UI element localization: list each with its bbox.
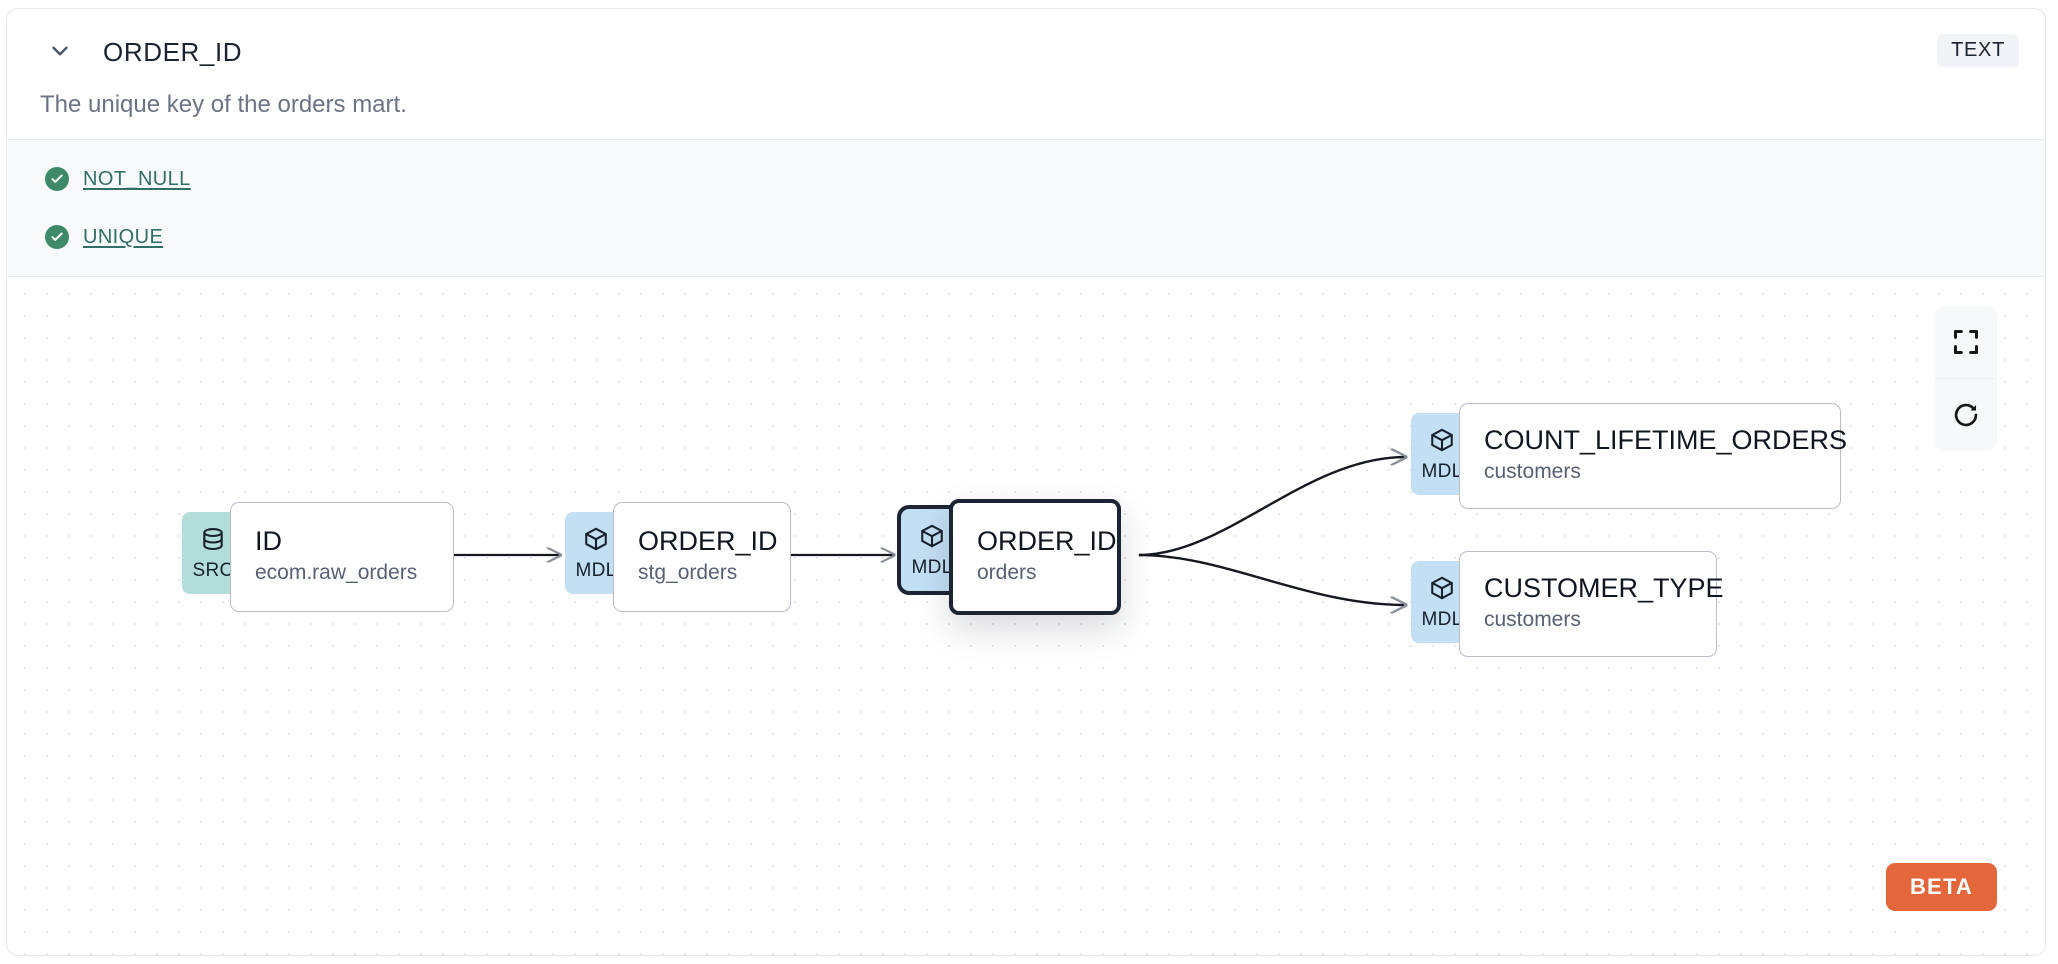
lineage-node-mdl-orders[interactable]: MDL ORDER_ID orders	[901, 499, 1121, 615]
node-body: ORDER_ID stg_orders	[613, 502, 791, 612]
node-badge-label: MDL	[575, 560, 617, 581]
lineage-node-src-id[interactable]: SRC ID ecom.raw_orders	[182, 502, 454, 612]
edge-orders-to-customer-type	[1138, 553, 1406, 605]
node-name: CUSTOMER_TYPE	[1484, 572, 1724, 603]
check-circle-icon	[45, 167, 69, 191]
node-badge-label: MDL	[1421, 461, 1463, 482]
lineage-node-mdl-customer-type[interactable]: MDL CUSTOMER_TYPE customers	[1411, 551, 1724, 657]
data-type-badge: TEXT	[1937, 34, 2019, 67]
node-name: ORDER_ID	[977, 525, 1117, 556]
fullscreen-button[interactable]	[1935, 306, 1997, 378]
refresh-icon	[1952, 401, 1980, 429]
lineage-node-mdl-stg-orders[interactable]: MDL ORDER_ID stg_orders	[565, 502, 791, 612]
node-subtitle: customers	[1484, 459, 1581, 483]
node-body: ID ecom.raw_orders	[230, 502, 454, 612]
node-name: COUNT_LIFETIME_ORDERS	[1484, 424, 1848, 455]
database-icon	[200, 526, 226, 557]
node-name: ORDER_ID	[638, 525, 778, 556]
fullscreen-icon	[1952, 328, 1980, 356]
refresh-button[interactable]	[1935, 378, 1997, 451]
chevron-down-icon[interactable]	[43, 34, 77, 68]
node-badge-label: MDL	[911, 557, 953, 578]
lineage-canvas[interactable]: SRC ID ecom.raw_orders	[7, 277, 2045, 956]
header-row: ORDER_ID TEXT	[7, 9, 2045, 87]
card-header: ORDER_ID TEXT The unique key of the orde…	[7, 9, 2045, 139]
check-circle-icon	[45, 225, 69, 249]
node-subtitle: customers	[1484, 607, 1581, 631]
node-badge-label: MDL	[1421, 609, 1463, 630]
node-subtitle: orders	[977, 560, 1037, 584]
page-title: ORDER_ID	[103, 37, 243, 67]
column-description: The unique key of the orders mart.	[40, 91, 407, 118]
node-name: ID	[255, 525, 282, 556]
lineage-node-mdl-count-lifetime-orders[interactable]: MDL COUNT_LIFETIME_ORDERS customers	[1411, 403, 1848, 509]
cube-icon	[919, 523, 945, 554]
node-body: COUNT_LIFETIME_ORDERS customers	[1459, 403, 1848, 509]
lineage-edges	[453, 277, 2045, 956]
node-subtitle: stg_orders	[638, 560, 738, 584]
tests-section: NOT_NULL UNIQUE	[7, 139, 2045, 277]
beta-badge[interactable]: BETA	[1885, 863, 1997, 911]
test-link[interactable]: UNIQUE	[83, 225, 164, 248]
column-detail-card: ORDER_ID TEXT The unique key of the orde…	[6, 8, 2046, 956]
cube-icon	[1429, 427, 1455, 458]
cube-icon	[1429, 575, 1455, 606]
edge-orders-to-count-lifetime	[1138, 457, 1406, 557]
test-item-not-null[interactable]: NOT_NULL	[45, 167, 191, 191]
node-subtitle: ecom.raw_orders	[255, 560, 418, 584]
cube-icon	[583, 526, 609, 557]
test-item-unique[interactable]: UNIQUE	[45, 225, 163, 249]
test-link[interactable]: NOT_NULL	[83, 167, 191, 190]
node-body: CUSTOMER_TYPE customers	[1459, 551, 1724, 657]
canvas-controls	[1935, 306, 1997, 451]
node-badge-label: SRC	[192, 560, 234, 581]
node-body: ORDER_ID orders	[949, 499, 1121, 615]
